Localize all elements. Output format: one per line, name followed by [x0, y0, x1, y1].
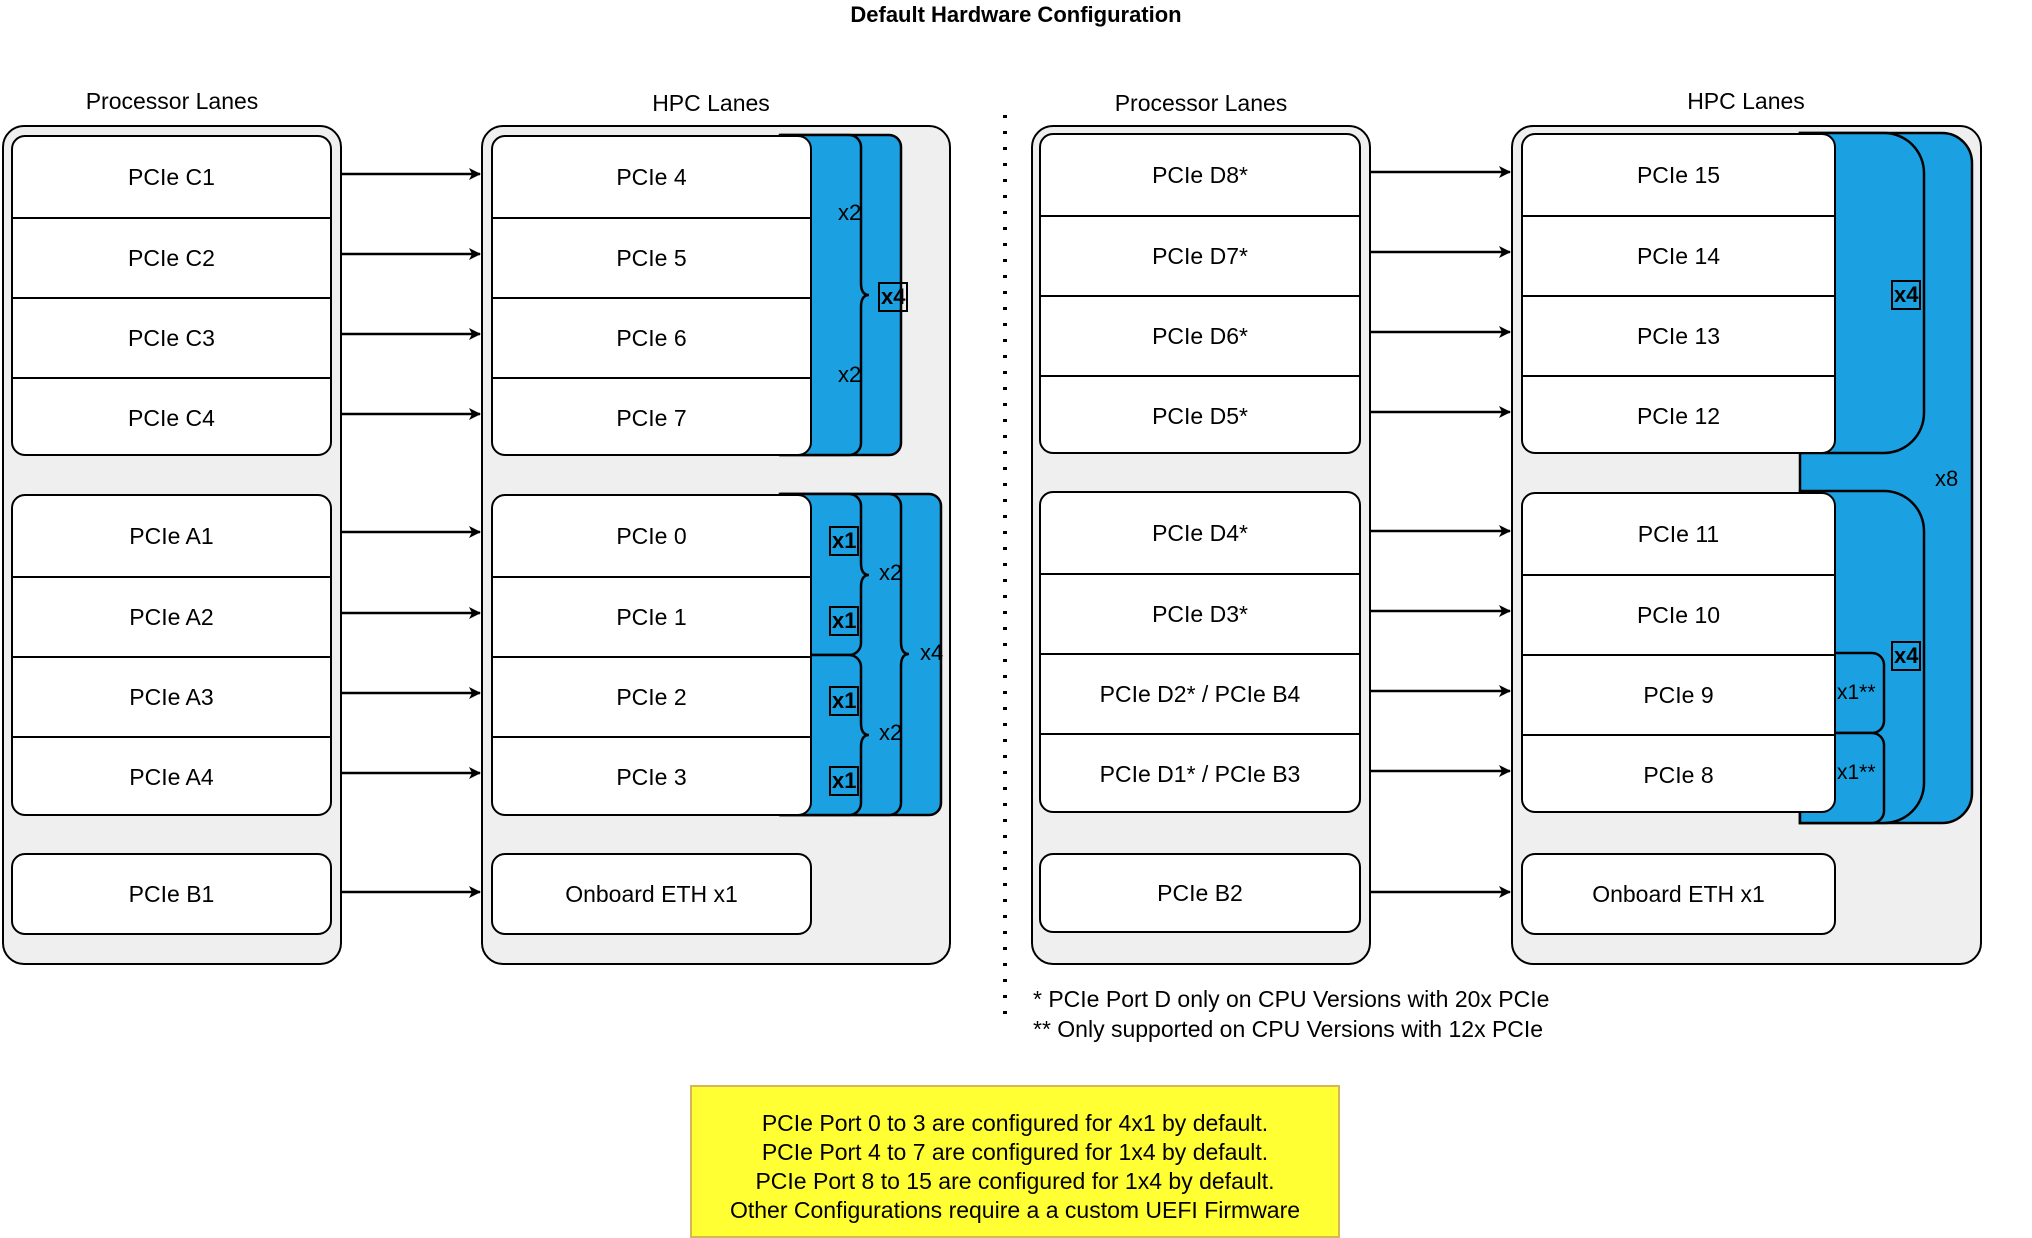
lane-d5: PCIe D5* — [1041, 375, 1359, 452]
label-x2-lower-a: x2 — [879, 560, 903, 585]
hpc-onboard-eth-right: Onboard ETH x1 — [1521, 853, 1836, 935]
lane-a4: PCIe A4 — [13, 736, 330, 814]
lane-d8: PCIe D8* — [1152, 161, 1248, 188]
left-processor-lanes-label: Processor Lanes — [85, 88, 259, 114]
label-x4-lower: x4 — [920, 640, 944, 665]
label-x8: x8 — [1935, 466, 1959, 491]
note-line-2: PCIe Port 4 to 7 are configured for 1x4 … — [761, 1139, 1269, 1165]
group-pcie-15-12: PCIe 15 PCIe 14 PCIe 13 PCIe 12 — [1521, 133, 1836, 454]
lane-c1: PCIe C1 — [128, 163, 215, 190]
label-x1-pcie2: x1 — [829, 686, 860, 716]
default-config-note: PCIe Port 0 to 3 are configured for 4x1 … — [690, 1085, 1340, 1238]
footnote-x1-support: ** Only supported on CPU Versions with 1… — [1033, 1016, 1544, 1042]
label-x4-upper-default: x4 — [878, 282, 909, 312]
lane-d2-b4: PCIe D2* / PCIe B4 — [1041, 653, 1359, 733]
group-pcie-11-8: PCIe 11 PCIe 10 PCIe 9 PCIe 8 — [1521, 492, 1836, 813]
diagram-title: Default Hardware Configuration — [850, 2, 1182, 27]
hpc-lane-pcie1: PCIe 1 — [493, 576, 810, 656]
lane-c4: PCIe C4 — [13, 377, 330, 454]
group-pcie-4-7: PCIe 4 PCIe 5 PCIe 6 PCIe 7 — [491, 135, 812, 456]
hpc-lane-pcie5: PCIe 5 — [493, 217, 810, 297]
label-x1-pcie3: x1 — [829, 766, 860, 796]
lane-b1: PCIe B1 — [11, 853, 332, 935]
lane-c2: PCIe C2 — [13, 217, 330, 297]
group-pcie-d4-d1: PCIe D4* PCIe D3* PCIe D2* / PCIe B4 PCI… — [1039, 491, 1361, 813]
group-pcie-d8-d5: PCIe D8* PCIe D7* PCIe D6* PCIe D5* — [1039, 133, 1361, 454]
lane-a1: PCIe A1 — [129, 522, 214, 549]
hpc-lane-pcie0: PCIe 0 — [616, 522, 687, 549]
lane-d7: PCIe D7* — [1041, 215, 1359, 295]
note-line-1: PCIe Port 0 to 3 are configured for 4x1 … — [761, 1110, 1269, 1136]
lane-b2: PCIe B2 — [1039, 853, 1361, 933]
group-pcie-0-3: PCIe 0 PCIe 1 PCIe 2 PCIe 3 — [491, 494, 812, 816]
label-x2-upper-b: x2 — [838, 362, 862, 387]
footnote-port-d: * PCIe Port D only on CPU Versions with … — [1033, 986, 1550, 1012]
lane-a3: PCIe A3 — [13, 656, 330, 736]
label-x4-right-lower-default: x4 — [1891, 641, 1922, 671]
lane-d3: PCIe D3* — [1041, 573, 1359, 653]
right-processor-lanes-label: Processor Lanes — [1114, 90, 1288, 116]
hpc-lane-pcie6: PCIe 6 — [493, 297, 810, 377]
left-arrows — [342, 168, 481, 898]
lane-d4: PCIe D4* — [1152, 519, 1248, 546]
right-hpc-lanes-label: HPC Lanes — [1687, 88, 1805, 114]
hpc-lane-pcie10: PCIe 10 — [1523, 574, 1834, 654]
label-x2-upper-a: x2 — [838, 200, 862, 225]
group-pcie-a: PCIe A1 PCIe A2 PCIe A3 PCIe A4 — [11, 494, 332, 816]
label-x1-pcie8-optional: x1** — [1837, 761, 1876, 784]
lane-c3: PCIe C3 — [13, 297, 330, 377]
hpc-lane-pcie3: PCIe 3 — [493, 736, 810, 814]
label-x4-right-upper-default: x4 — [1891, 280, 1922, 310]
hpc-lane-pcie12: PCIe 12 — [1523, 375, 1834, 452]
label-x1-pcie1: x1 — [829, 606, 860, 636]
hpc-lane-pcie7: PCIe 7 — [493, 377, 810, 454]
lane-d1-b3: PCIe D1* / PCIe B3 — [1041, 733, 1359, 811]
hpc-lane-pcie9: PCIe 9 — [1523, 654, 1834, 734]
hpc-lane-pcie4: PCIe 4 — [616, 163, 687, 190]
hpc-lane-pcie2: PCIe 2 — [493, 656, 810, 736]
left-hpc-lanes-label: HPC Lanes — [652, 90, 770, 116]
hpc-lane-pcie14: PCIe 14 — [1523, 215, 1834, 295]
note-line-4: Other Configurations require a a custom … — [729, 1197, 1301, 1223]
label-x1-pcie0: x1 — [829, 526, 860, 556]
hpc-onboard-eth-left: Onboard ETH x1 — [491, 853, 812, 935]
label-x2-lower-b: x2 — [879, 720, 903, 745]
lane-a2: PCIe A2 — [13, 576, 330, 656]
note-line-3: PCIe Port 8 to 15 are configured for 1x4… — [755, 1168, 1275, 1194]
right-arrows — [1371, 166, 1511, 898]
hpc-lane-pcie13: PCIe 13 — [1523, 295, 1834, 375]
lane-d6: PCIe D6* — [1041, 295, 1359, 375]
label-x1-pcie9-optional: x1** — [1837, 681, 1876, 704]
group-pcie-c: PCIe C1 PCIe C2 PCIe C3 PCIe C4 — [11, 135, 332, 456]
hpc-lane-pcie8: PCIe 8 — [1523, 734, 1834, 811]
hpc-lane-pcie15: PCIe 15 — [1636, 161, 1721, 188]
hpc-lane-pcie11: PCIe 11 — [1637, 520, 1720, 547]
